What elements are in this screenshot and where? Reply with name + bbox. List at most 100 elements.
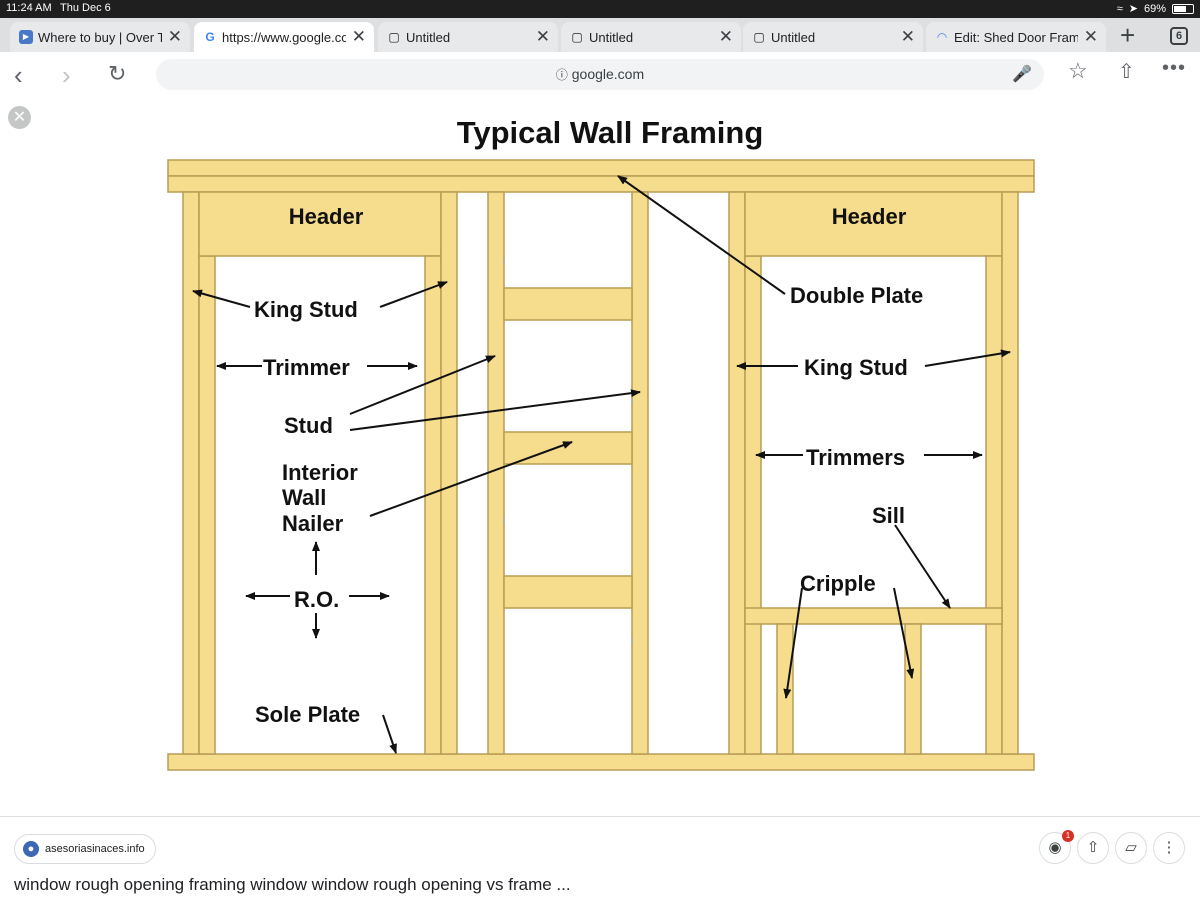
more-vertical-icon: ⋮ (1161, 839, 1177, 856)
center-stud-1 (487, 191, 505, 755)
nailer-1 (503, 287, 633, 321)
result-caption[interactable]: window rough opening framing window wind… (14, 875, 571, 894)
tab-count-button[interactable]: 6 (1170, 27, 1188, 45)
nailer-3 (503, 575, 633, 609)
page-icon: ▢ (753, 30, 765, 44)
sill-arrow (894, 524, 951, 609)
left-header (198, 191, 442, 257)
tab-untitled-2[interactable]: ▢ Untitled ✕ (561, 22, 741, 52)
share-result-button[interactable]: ⇧ (1077, 832, 1109, 864)
diagram-title: Typical Wall Framing (457, 115, 764, 150)
interior-label-line2: Wall (282, 485, 326, 510)
status-time: 11:24 AM (6, 2, 52, 14)
tab-title: Untitled (771, 30, 816, 45)
toolbar: ‹ › ↻ ⓘ google.com 🎤 ☆ ⇧ ••• (0, 52, 1200, 98)
close-tab-icon[interactable]: ✕ (351, 27, 366, 46)
tab-title: Untitled (406, 30, 451, 45)
back-icon[interactable]: ‹ (14, 60, 23, 90)
forward-icon[interactable]: › (62, 60, 71, 90)
tab-title: Edit: Shed Door Framin (954, 30, 1078, 45)
tab-google[interactable]: G https://www.google.co ✕ (194, 22, 374, 52)
king-stud-left-label: King Stud (254, 297, 358, 322)
tab-untitled-3[interactable]: ▢ Untitled ✕ (743, 22, 923, 52)
status-bar: 11:24 AM Thu Dec 6 ≈ ➤ 69% (0, 0, 1200, 18)
left-king-stud-right (440, 191, 458, 755)
more-options-button[interactable]: ⋮ (1153, 832, 1185, 864)
wifi-icon: ≈ (1116, 2, 1123, 15)
image-viewer: ✕ Typical Wall Framing Header Header Dou… (0, 98, 1200, 900)
new-tab-button[interactable]: + (1120, 20, 1136, 50)
globe-icon: ● (23, 841, 39, 857)
tab-strip: ▶ Where to buy | Over Th ✕ G https://www… (0, 18, 1200, 52)
sill-label: Sill (872, 503, 905, 528)
lens-badge: 1 (1062, 830, 1074, 842)
header-left-label: Header (289, 204, 364, 229)
stud-arrow-2 (349, 389, 641, 431)
sole-plate-arrow (382, 714, 397, 754)
mic-icon[interactable]: 🎤 (1012, 66, 1032, 83)
top-plate (167, 159, 1035, 177)
lens-search-button[interactable]: ◉ (1039, 832, 1071, 864)
king-stud-left-arrow-l (192, 289, 251, 308)
address-url: google.com (571, 66, 645, 82)
cripple-label: Cripple (800, 571, 876, 596)
right-header (744, 191, 1003, 257)
cripple-2 (904, 623, 922, 755)
battery-icon (1172, 3, 1194, 14)
more-menu-icon[interactable]: ••• (1162, 57, 1187, 79)
right-trimmer-left (744, 255, 762, 755)
close-tab-icon[interactable]: ✕ (718, 27, 733, 46)
tab-untitled-1[interactable]: ▢ Untitled ✕ (378, 22, 558, 52)
share-icon: ⇧ (1086, 839, 1100, 856)
share-icon[interactable]: ⇧ (1118, 61, 1135, 83)
battery-percent: 69% (1143, 2, 1166, 15)
status-right: ≈ ➤ 69% (1117, 2, 1194, 15)
double-plate-label: Double Plate (790, 283, 923, 308)
stud-label: Stud (284, 413, 333, 438)
address-bar[interactable]: ⓘ google.com 🎤 (156, 59, 1044, 90)
tab-title: https://www.google.co (222, 30, 346, 45)
nailer-arrow (369, 441, 573, 517)
tab-edit-shed-door[interactable]: ◠ Edit: Shed Door Framin ✕ (926, 22, 1106, 52)
header-right-label: Header (832, 204, 907, 229)
trimmers-label: Trimmers (806, 445, 905, 470)
info-icon: ⓘ (555, 68, 568, 82)
bookmark-star-icon[interactable]: ☆ (1068, 58, 1088, 83)
source-domain: asesoriasinaces.info (45, 843, 145, 855)
google-icon: G (205, 30, 215, 44)
double-plate (167, 175, 1035, 193)
cripple-1 (776, 623, 794, 755)
source-chip[interactable]: ● asesoriasinaces.info (14, 834, 156, 864)
location-icon: ➤ (1128, 3, 1138, 15)
center-stud-2 (631, 191, 649, 755)
address-url-row: ⓘ google.com (156, 66, 1044, 83)
bookmark-icon: ▱ (1125, 839, 1137, 856)
close-tab-icon[interactable]: ✕ (1083, 27, 1098, 46)
close-tab-icon[interactable]: ✕ (900, 27, 915, 46)
cripple-arrow-2 (893, 587, 915, 679)
lens-icon: ◉ (1048, 839, 1062, 856)
interior-label-line1: Interior (282, 460, 358, 485)
page-icon: ▢ (571, 30, 583, 44)
sole-plate (167, 753, 1035, 771)
right-king-stud-left (728, 191, 746, 755)
loading-icon: ◠ (936, 30, 948, 44)
tab-title: Where to buy | Over Th (38, 30, 162, 45)
save-bookmark-button[interactable]: ▱ (1115, 832, 1147, 864)
tab-where-to-buy[interactable]: ▶ Where to buy | Over Th ✕ (10, 22, 190, 52)
reload-icon[interactable]: ↻ (108, 61, 127, 86)
stud-arrow-1 (349, 355, 496, 415)
tab-title: Untitled (589, 30, 634, 45)
sole-plate-label: Sole Plate (255, 702, 360, 727)
close-viewer-icon[interactable]: ✕ (8, 106, 31, 129)
ro-label: R.O. (294, 587, 339, 612)
play-icon: ▶ (19, 30, 33, 44)
left-trimmer-right (424, 255, 442, 755)
left-trimmer (198, 255, 216, 755)
double-plate-arrow (617, 175, 786, 295)
wall-framing-diagram: Typical Wall Framing Header Header Doubl… (167, 115, 1035, 771)
sill (744, 607, 1003, 625)
close-tab-icon[interactable]: ✕ (167, 27, 182, 46)
right-trimmer-right (985, 255, 1003, 755)
close-tab-icon[interactable]: ✕ (535, 27, 550, 46)
